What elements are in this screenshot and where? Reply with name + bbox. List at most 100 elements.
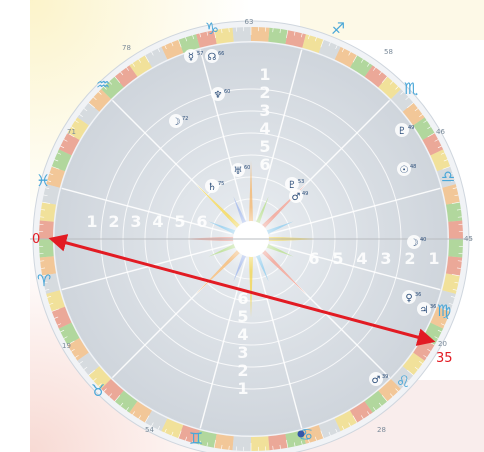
degree-tick [185,436,188,441]
degree-tick [360,59,364,63]
degree-tick [395,86,399,90]
degree-tick [108,393,113,397]
degree-tick [171,431,174,436]
degree-band-segment [445,256,463,276]
degree-tick [400,383,404,387]
degree-tick [440,152,445,155]
degree-tick [419,361,423,364]
ascendant-arrow [48,234,436,346]
degree-tick [221,29,223,34]
planet-mars2-badge [369,372,383,386]
degree-tick [75,355,79,358]
degree-tick [443,159,448,162]
ascendant-right-label: 35 [436,351,453,366]
house-number-bottom: 4 [237,325,248,344]
planet-saturn-badge [205,179,219,193]
degree-band-segment [302,425,324,444]
degree-tick [93,96,97,101]
planet-mars-badge [289,189,303,203]
degree-tick [341,425,345,430]
degree-tick [456,209,461,211]
degree-tick [83,108,88,112]
planet-node-badge [205,49,219,63]
degree-band-segment [101,379,124,402]
house-number-top: 4 [259,119,270,138]
degree-tick [79,114,83,117]
degree-band-segment [251,27,270,42]
planet-neptune-label: 60 [224,89,230,95]
degree-band-segment [214,27,234,45]
degree-label-19: 19 [62,342,71,350]
background-wash-top-right [300,0,484,40]
degree-band-segment [364,65,388,88]
degree-tick [88,102,95,109]
planet-sun-icon: ☉ [400,165,409,176]
degree-band-segment [129,55,152,77]
degree-tick [88,369,95,376]
planet-sun-label: 48 [410,164,416,170]
degree-band-segment [114,390,138,413]
degree-tick [49,173,54,176]
house-number-right: 6 [308,249,319,268]
degree-band-segment [302,34,324,53]
house-number-top: 2 [259,83,270,102]
degree-tick [360,415,364,419]
degree-band-segment [145,46,168,68]
degree-label-58: 58 [384,48,393,56]
degree-band-segment [39,202,57,222]
degree-tick [57,152,62,155]
degree-tick [301,33,303,38]
planet-venus-icon: ♀ [405,293,412,304]
degree-tick [79,361,83,364]
house-number-left: 3 [130,212,141,231]
degree-tick [367,411,370,415]
degree-label-right: 45 [464,235,473,243]
house-number-right: 4 [356,249,367,268]
degree-tick [114,395,121,402]
degree-tick [427,126,431,130]
degree-tick [126,407,129,411]
house-spoke [61,187,232,235]
degree-tick [450,296,455,298]
zodiac-cancer-icon: ♋ [299,425,313,444]
degree-tick [314,436,317,441]
degree-tick [54,159,59,162]
degree-tick [395,388,399,392]
house-number-left: 1 [86,212,97,231]
planet-neptune-badge [211,87,225,101]
degree-tick [452,289,457,291]
house-number-right: 3 [380,249,391,268]
degree-tick [335,45,338,50]
degree-tick [314,37,317,42]
degree-tick [451,274,460,277]
degree-tick [41,267,46,269]
degree-band-segment [67,117,89,140]
zodiac-aquarius-icon: ♒ [96,75,110,94]
degree-band-segment [442,184,460,205]
degree-band-segment [39,220,54,239]
planet-pluto2-label: 49 [408,125,414,131]
degree-tick [454,281,459,284]
planet-moon-badge [169,114,183,128]
zodiac-leo-icon: ♌ [396,372,410,391]
degree-tick [199,440,201,445]
degree-tick [419,114,423,117]
point-marker [297,430,305,438]
degree-tick [407,369,414,376]
degree-tick [301,440,303,445]
degree-tick [213,30,216,39]
degree-label-28: 28 [377,426,386,434]
degree-tick [328,42,331,47]
degree-tick [157,48,161,53]
planet-sun-badge [397,162,411,176]
degree-tick [164,428,167,433]
degree-tick [192,35,194,40]
planet-saturn-label: 75 [218,181,224,187]
degree-tick [348,422,351,427]
degree-tick [373,67,376,71]
house-number-bottom: 5 [237,307,248,326]
degree-tick [378,71,382,76]
